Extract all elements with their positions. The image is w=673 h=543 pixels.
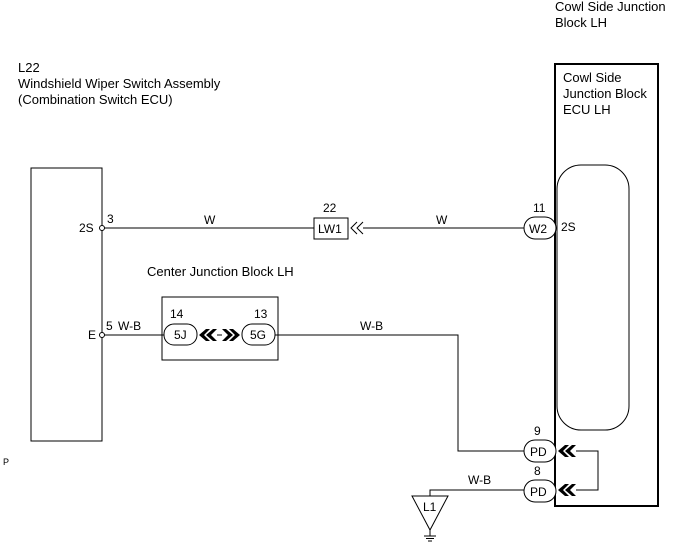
center-arrow-left-a [199,329,210,341]
connector-lw1 [313,217,349,240]
cowl-ecu-line1: Cowl Side [563,70,622,85]
cowl-ecu-line3: ECU LH [563,102,611,117]
connector-lw1-label: LW1 [318,222,342,236]
switch-pin-2s-num: 3 [107,212,114,226]
connector-pd-upper-label: PD [530,445,547,459]
center-pin-5j-num: 14 [170,307,184,321]
cowl-block-title-line2: Block LH [555,15,607,30]
connector-lw1-chevrons [350,221,364,235]
wire-w-right-label: W [436,213,448,227]
wire-wb-long [275,334,524,452]
switch-code: L22 [18,60,40,75]
wire-wb-ground-label: W-B [468,473,491,487]
connector-w2-label: W2 [529,222,547,236]
switch-name: Windshield Wiper Switch Assembly [18,76,221,91]
center-arrow-right-b [222,329,233,341]
connector-pd-lower-num: 8 [534,464,541,478]
center-arrow-left-b [206,329,217,341]
cowl-ecu-line2: Junction Block [563,86,647,101]
switch-box [30,167,103,442]
cowl-ecu-pin-2s: 2S [561,220,576,234]
pd-upper-arrow-b [565,445,576,457]
center-block-title: Center Junction Block LH [147,264,294,279]
switch-pin-2s-label: 2S [79,221,94,235]
ground-point-l1 [411,495,449,532]
connector-pd-lower-label: PD [530,485,547,499]
pd-lower-arrow-a [558,484,569,496]
switch-pin-2s-terminal [99,225,105,231]
ground-label: L1 [423,500,437,514]
wire-wb-ground [429,489,524,496]
cowl-block-title-line1: Cowl Side Junction [555,0,666,14]
wire-wb-short-label: W-B [118,319,141,333]
pd-upper-arrow-a [558,445,569,457]
pd-internal-bridge [576,450,599,491]
connector-pd-lower [523,479,557,503]
switch-pin-e-label: E [88,328,96,342]
pd-lower-arrow-b [565,484,576,496]
switch-pin-e-terminal [99,332,105,338]
connector-lw1-num: 22 [323,201,337,215]
cowl-ecu-block [556,164,630,431]
connector-w2 [523,216,557,240]
switch-sub: (Combination Switch ECU) [18,92,173,107]
connector-pd-upper [523,439,557,463]
center-pin-5g-num: 13 [254,307,268,321]
switch-pin-e-num: 5 [106,319,113,333]
wire-wb-long-label: W-B [360,319,383,333]
center-pin-5j-label: 5J [174,328,187,342]
center-arrow-right-a [229,329,240,341]
center-pin-5g-label: 5G [250,328,266,342]
connector-w2-num: 11 [533,201,546,215]
wire-w-left-label: W [204,213,216,227]
margin-mark: P [3,457,9,467]
connector-pd-upper-num: 9 [534,424,541,438]
